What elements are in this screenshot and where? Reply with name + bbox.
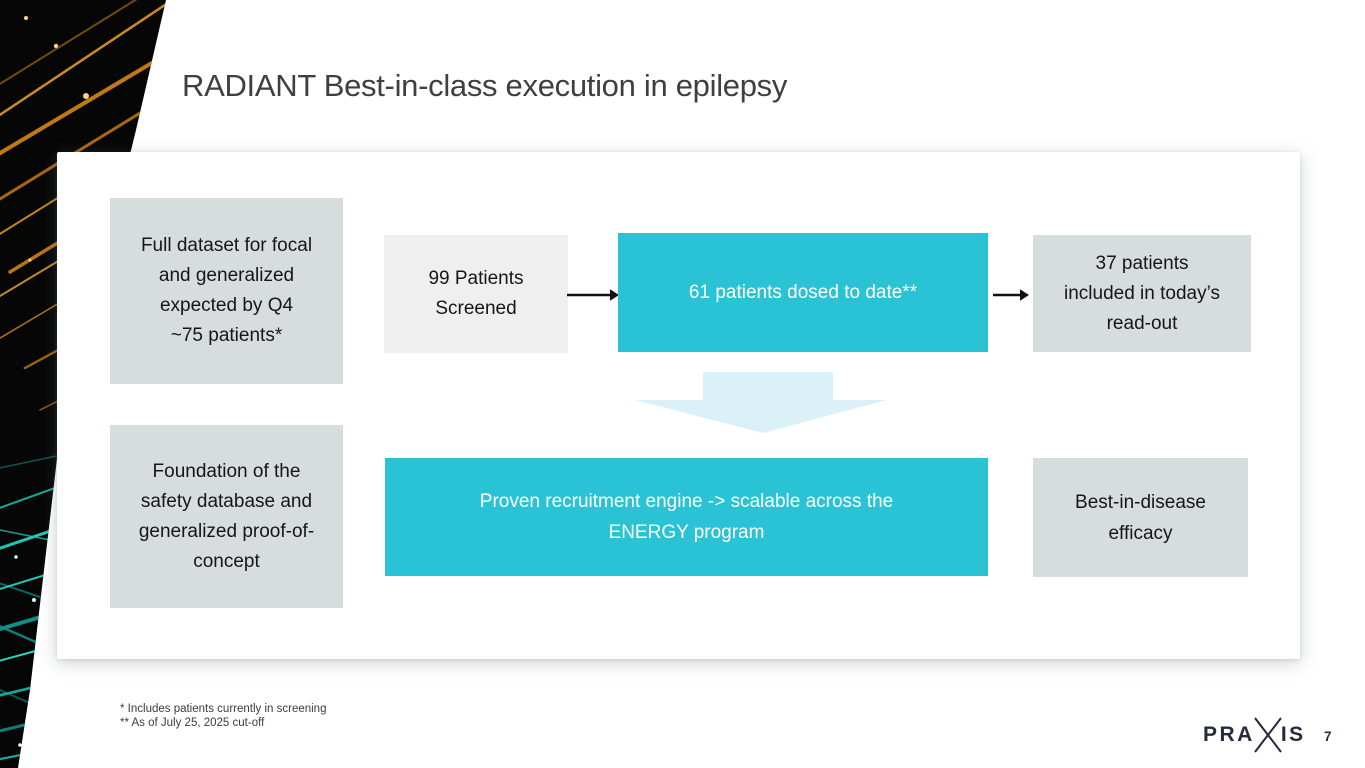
footnotes: * Includes patients currently in screeni… bbox=[120, 703, 326, 730]
box-text-line: Screened bbox=[435, 298, 517, 319]
readout-box: 37 patients included in today’s read-out bbox=[1033, 235, 1251, 352]
box-text-line: Foundation of the bbox=[152, 460, 301, 482]
flow-arrow-icon bbox=[993, 289, 1029, 301]
box-text-line: efficacy bbox=[1108, 522, 1173, 544]
box-text-line: ~75 patients* bbox=[170, 325, 283, 346]
recruitment-box: Proven recruitment engine -> scalable ac… bbox=[385, 458, 988, 576]
footnote-line: ** As of July 25, 2025 cut-off bbox=[120, 716, 265, 729]
box-text-line: included in today’s bbox=[1064, 282, 1220, 304]
box-text-line: concept bbox=[193, 550, 260, 572]
box-text-line: read-out bbox=[1106, 312, 1178, 334]
flow-arrow-icon bbox=[567, 289, 619, 301]
footnote-line: * Includes patients currently in screeni… bbox=[120, 703, 327, 715]
box-text-line: safety database and bbox=[140, 490, 313, 512]
box-text-line: 37 patients bbox=[1095, 252, 1189, 274]
praxis-x-icon bbox=[1254, 717, 1282, 753]
foundation-box: Foundation of the safety database and ge… bbox=[110, 425, 343, 608]
box-text-line: Best-in-disease bbox=[1075, 491, 1206, 513]
down-arrow-icon bbox=[635, 372, 887, 433]
box-text-line: and generalized bbox=[158, 265, 295, 286]
box-text-line: Full dataset for focal bbox=[140, 235, 313, 256]
full-dataset-box: Full dataset for focal and generalized e… bbox=[110, 198, 343, 384]
box-text-line: generalized proof-of- bbox=[138, 520, 315, 542]
content-card: Full dataset for focal and generalized e… bbox=[57, 152, 1300, 659]
box-text-line: 61 patients dosed to date** bbox=[688, 281, 918, 303]
box-text-line: expected by Q4 bbox=[159, 295, 294, 316]
slide-title: RADIANT Best-in-class execution in epile… bbox=[182, 68, 788, 103]
patients-dosed-box: 61 patients dosed to date** bbox=[618, 233, 988, 352]
efficacy-box: Best-in-disease efficacy bbox=[1033, 458, 1248, 577]
patients-screened-box: 99 Patients Screened bbox=[384, 235, 568, 353]
praxis-logo: PRA IS bbox=[1203, 717, 1306, 753]
page-number: 7 bbox=[1324, 729, 1332, 744]
logo-text-post: IS bbox=[1280, 723, 1306, 746]
box-text-line: ENERGY program bbox=[608, 522, 765, 543]
box-text-line: 99 Patients bbox=[428, 268, 524, 289]
box-text-line: Proven recruitment engine -> scalable ac… bbox=[479, 491, 894, 512]
logo-text-pre: PRA bbox=[1203, 723, 1255, 746]
